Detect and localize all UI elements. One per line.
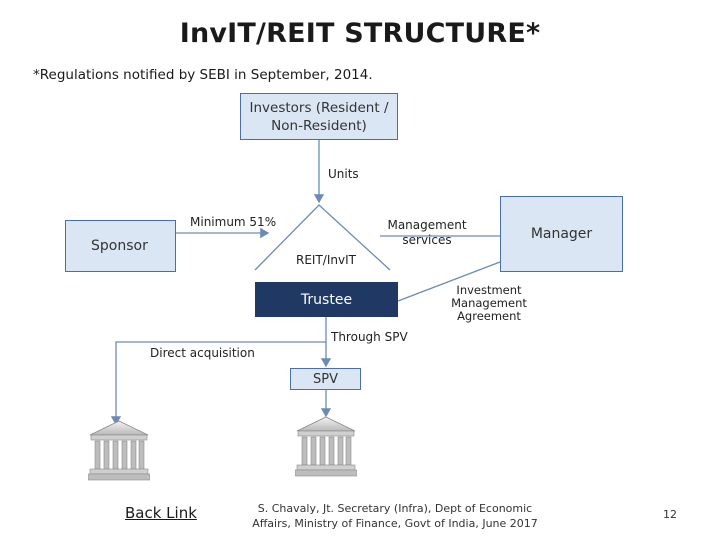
page-number: 12 [663, 508, 677, 521]
direct-acquisition-label: Direct acquisition [150, 346, 255, 360]
back-link[interactable]: Back Link [125, 504, 197, 522]
sponsor-box: Sponsor [65, 220, 176, 272]
bank-building-icon [88, 420, 150, 481]
edge-direct-acquisition [110, 341, 326, 426]
reit-triangle [254, 204, 391, 271]
bank-building-icon [295, 416, 357, 477]
minimum-51-label: Minimum 51% [190, 215, 277, 229]
investors-box: Investors (Resident / Non-Resident) [240, 93, 398, 140]
footer-citation: S. Chavaly, Jt. Secretary (Infra), Dept … [252, 502, 538, 530]
page-title: InvIT/REIT STRUCTURE* [179, 18, 541, 49]
trustee-box: Trustee [255, 282, 398, 317]
units-label: Units [328, 167, 359, 181]
spv-box: SPV [290, 368, 361, 390]
through-spv-label: Through SPV [331, 330, 408, 344]
reit-invit-label: REIT/InvIT [296, 253, 356, 267]
manager-box: Manager [500, 196, 623, 272]
investment-agreement-label: Investment Management Agreement [451, 283, 527, 323]
edge-trustee-manager [397, 261, 501, 302]
subtitle: *Regulations notified by SEBI in Septemb… [33, 67, 373, 83]
management-services-label: Management services [387, 218, 467, 247]
